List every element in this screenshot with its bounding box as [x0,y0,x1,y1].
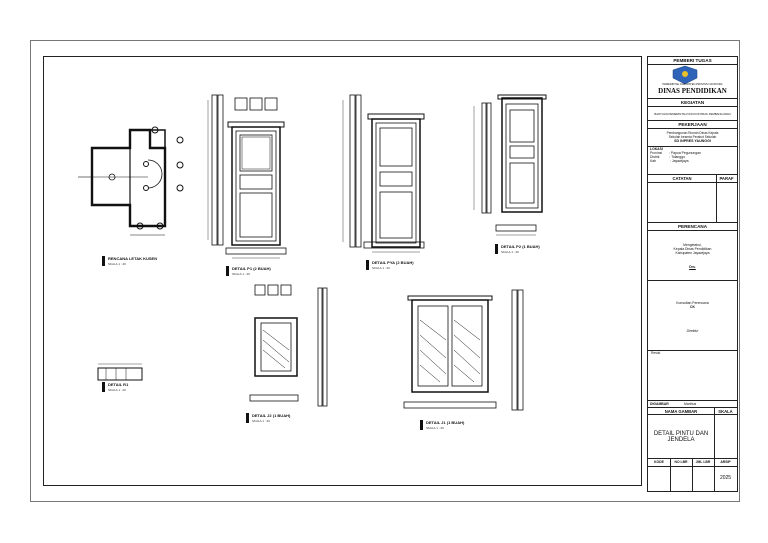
door-pya-elevation [342,94,425,253]
skala-header: SKALA [718,409,733,414]
kepala-dinas-2: Kabupaten Jayawijaya [675,251,710,255]
agency-small: PEMERINTAH KABUPATEN PROVINSI JAYAPURA [662,83,723,86]
revisi: Revisi [651,351,661,355]
drawing-sheet [30,40,740,502]
code-row: KODE NO LBR JML LBR ARSIP 2025 [648,459,737,491]
rencana-label: RENCANA LETAK KUSEN [108,256,158,261]
window-j2-elevation [249,284,328,407]
title-block: PEMBERI TUGAS PEMERINTAH KABUPATEN PROVI… [647,56,738,492]
lokasi-label: LOKASI [650,147,663,151]
arsip-col: ARSIP 2025 [714,459,737,491]
detail-r1 [97,363,143,381]
j2-label-tag [246,413,249,423]
digambar-label: DIGAMBAR [650,402,669,406]
arsip-label: ARSIP [714,459,737,467]
approval-cell: Mengetahui, Kepala Dinas Pendidikan Kabu… [648,231,737,281]
no-lbr-label: NO LBR [670,459,692,467]
r1-label: DETAIL R1 [108,382,129,387]
digambar-cell: DIGAMBAR Marthus [648,401,737,408]
catatan-header: CATATAN [648,175,717,183]
kegiatan-text: BANTUAN PEMERINTAH NON KONTRAK PEMBANGUN… [648,107,737,121]
agency-logo [672,65,698,85]
pekerjaan-header: PEKERJAAN [648,121,737,129]
nama-gambar-header: NAMA GAMBAR [648,408,715,415]
drawing-frame [43,56,642,486]
drawing-name-box: DETAIL PINTU DAN JENDELA [648,415,715,458]
signatory: Drs. [689,265,696,269]
p2-label-tag [495,244,498,254]
p2-label: DETAIL P2 (1 BUAH) [501,244,540,249]
pya-label: DETAIL PYA (2 BUAH) [372,260,414,265]
pya-label-tag [366,260,369,270]
year: 2025 [719,475,732,481]
kegiatan-header: KEGIATAN [648,99,737,107]
j1-scale: SKALA 1 : 20 [426,426,444,430]
door-p2-elevation [473,94,547,236]
j1-label: DETAIL J1 (1 BUAH) [426,420,465,425]
j2-label: DETAIL J2 (1 BUAH) [252,413,291,418]
pekerjaan-school: SD INPRES YAUNGGI [674,139,711,143]
pemberi-tugas-header: PEMBERI TUGAS [648,57,737,65]
distrik-value: : Tolanggo [669,155,685,159]
provinsi-value: : Papua Pegunungan [669,151,701,155]
p1-scale: SKALA 1 : 20 [232,272,250,276]
r1-scale: SKALA 1 : 20 [108,388,126,392]
revisi-cell: Revisi [648,351,737,401]
door-p1-elevation [207,94,287,259]
pya-scale: SKALA 1 : 20 [372,266,390,270]
mengetahui: Mengetahui, [683,243,702,247]
distrik-label: Distrik [650,155,660,159]
r1-label-tag [102,382,105,392]
window-j1-elevation [403,289,524,411]
lokasi-cell: LOKASI Provinsi : Papua Pegunungan Distr… [648,147,737,175]
agency-name: DINAS PENDIDIKAN [658,87,727,95]
konsultan: Konsultan Perencana [676,301,709,305]
jml-lbr-col: JML LBR [692,459,715,491]
p1-label-tag [226,266,229,276]
paraf-header: PARAF [716,175,737,183]
rencana-scale: SKALA 1 : 20 [108,262,126,266]
nama-gambar-row: NAMA GAMBAR SKALA [648,408,737,415]
catatan-cell: CATATAN PARAF [648,175,737,223]
no-lbr-col: NO LBR [670,459,693,491]
pekerjaan-text-2: Sekolah beserta Perabot Sekolah [668,135,717,139]
pekerjaan-text-1: Pembangunan Rumah Dinas Kepala [666,131,719,135]
drawing-name-2: JENDELA [667,437,695,443]
provinsi-label: Provinsi [650,151,663,155]
j1-label-tag [420,420,423,430]
floor-plan [78,126,184,236]
p2-scale: SKALA 1 : 20 [501,250,519,254]
konsultan-name: CK [690,305,695,309]
direktur: Direktur [686,329,699,333]
kab-label: Kab [650,159,657,163]
kode-label: KODE [648,459,670,467]
digambar-value: Marthus [684,402,697,406]
kode-col: KODE [648,459,671,491]
agency-cell: PEMERINTAH KABUPATEN PROVINSI JAYAPURA D… [648,65,737,99]
drawing-name-1: DETAIL PINTU DAN [653,431,709,437]
paraf-divider [716,182,717,222]
kab-value: : Jayawijaya [670,159,689,163]
j2-scale: SKALA 1 : 20 [252,419,270,423]
p1-label: DETAIL P1 (2 BUAH) [232,266,271,271]
drawing-name-cell: DETAIL PINTU DAN JENDELA [648,415,737,459]
konsultan-cell: Konsultan Perencana CK Direktur [648,281,737,351]
perencana-header: PERENCANA [648,223,737,231]
pekerjaan-cell: Pembangunan Rumah Dinas Kepala Sekolah b… [648,129,737,147]
jml-lbr-label: JML LBR [692,459,714,467]
rencana-label-tag [102,256,105,266]
kepala-dinas-1: Kepala Dinas Pendidikan [673,247,712,251]
